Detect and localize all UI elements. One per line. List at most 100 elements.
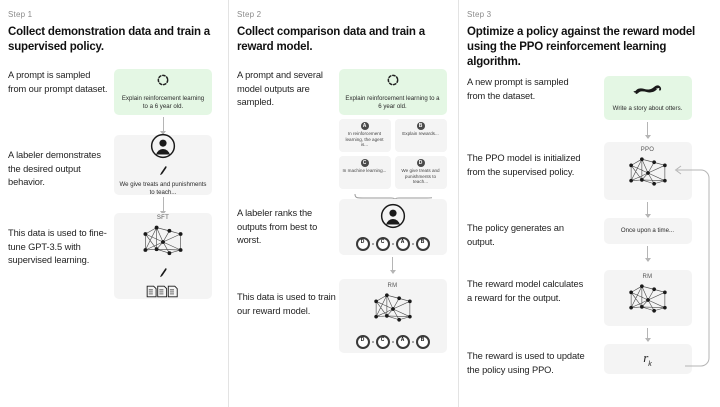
step-2-rm-box: RM bbox=[338, 279, 447, 353]
step-3-prompt-text: Write a story about otters. bbox=[612, 105, 683, 112]
step-2-prompt-box: Explain reinforcement learning to a 6 ye… bbox=[338, 69, 447, 115]
step-3-reward-box: rk bbox=[603, 344, 692, 374]
step-2-label: Step 2 bbox=[237, 10, 262, 19]
option-badge-d: D bbox=[416, 159, 425, 167]
option-badge-a: A bbox=[360, 122, 369, 130]
rank-badge-2: C bbox=[375, 335, 390, 349]
step-1-sft-box: SFT bbox=[114, 213, 212, 299]
step-1-row-prompt: A prompt is sampled from our prompt data… bbox=[8, 69, 218, 135]
brace-icon bbox=[354, 190, 435, 203]
step-2-rm-title: RM bbox=[387, 283, 398, 289]
documents-icon bbox=[145, 285, 181, 298]
option-box-d: D We give treats and punishments to teac… bbox=[394, 156, 447, 189]
rank-badge-3: A bbox=[395, 335, 410, 349]
step-3-label: Step 3 bbox=[467, 10, 492, 19]
step-3-caption-4: The reward model calculates a reward for… bbox=[467, 279, 584, 303]
dashed-circle-icon bbox=[386, 73, 400, 92]
step-3-caption-2: The PPO model is initialized from the su… bbox=[467, 153, 581, 177]
rank-separator-icon bbox=[371, 243, 374, 245]
neural-network-icon bbox=[370, 291, 416, 332]
rank-separator-icon bbox=[391, 341, 394, 343]
step-3-row-output: The policy generates an output. Once upo… bbox=[467, 218, 710, 270]
arrow-down-icon bbox=[160, 197, 166, 215]
step-1-prompt-box: Explain reinforcement learning to a 6 ye… bbox=[114, 69, 212, 115]
arrow-down-icon bbox=[644, 122, 651, 139]
step-3-row-ppo: The PPO model is initialized from the su… bbox=[467, 142, 710, 218]
step-1-prompt-text: Explain reinforcement learning to a 6 ye… bbox=[121, 95, 205, 110]
rank-separator-icon bbox=[371, 341, 374, 343]
arrow-down-icon bbox=[644, 328, 651, 342]
step-2-rm-ranking-list: D C A B bbox=[355, 335, 430, 349]
step-2-caption-1: A prompt and several model outputs are s… bbox=[237, 70, 323, 107]
step-1-title: Collect demonstration data and train a s… bbox=[8, 26, 210, 53]
step-3-output-text: Once upon a time... bbox=[620, 227, 675, 234]
step-3-output-box: Once upon a time... bbox=[603, 218, 692, 244]
step-3-ppo-box: PPO bbox=[603, 142, 692, 200]
rank-badge-3: A bbox=[395, 237, 410, 251]
step-3-caption-3: The policy generates an output. bbox=[467, 223, 564, 247]
step-1-caption-1: A prompt is sampled from our prompt data… bbox=[8, 70, 108, 94]
reward-symbol-subscript: k bbox=[648, 361, 652, 369]
step-3-ppo-title: PPO bbox=[640, 146, 655, 153]
step-3-caption-1: A new prompt is sampled from the dataset… bbox=[467, 77, 569, 101]
arrow-down-icon bbox=[644, 202, 651, 218]
step-3-row-rm: The reward model calculates a reward for… bbox=[467, 270, 710, 344]
arrow-down-icon bbox=[644, 246, 651, 262]
dashed-circle-icon bbox=[156, 73, 170, 92]
step-3-column: Step 3 Optimize a policy against the rew… bbox=[458, 0, 720, 407]
step-3-title: Optimize a policy against the reward mod… bbox=[467, 26, 696, 68]
option-box-c: C In machine learning... bbox=[338, 156, 391, 189]
option-text-a: In reinforcement learning, the agent is.… bbox=[345, 131, 384, 148]
step-3-rm-title: RM bbox=[642, 273, 653, 280]
step-2-prompt-text: Explain reinforcement learning to a 6 ye… bbox=[345, 95, 440, 110]
option-badge-b: B bbox=[416, 122, 425, 130]
step-1-label: Step 1 bbox=[8, 10, 33, 19]
rank-separator-icon bbox=[411, 243, 414, 245]
rank-separator-icon bbox=[411, 341, 414, 343]
step-2-ranking-list: D C A B bbox=[355, 237, 430, 251]
step-1-sft-title: SFT bbox=[156, 214, 170, 221]
arrow-down-icon bbox=[160, 117, 166, 135]
step-2-caption-2: A labeler ranks the outputs from best to… bbox=[237, 208, 318, 245]
step-2-row-rm: This data is used to train our reward mo… bbox=[237, 279, 448, 353]
step-1-column: Step 1 Collect demonstration data and tr… bbox=[0, 0, 228, 407]
step-1-row-labeler: A labeler demonstrates the desired outpu… bbox=[8, 133, 218, 215]
arrow-down-icon bbox=[389, 257, 396, 274]
step-3-rm-box: RM bbox=[603, 270, 692, 326]
step-3-prompt-box: Write a story about otters. bbox=[603, 76, 692, 120]
step-2-caption-3: This data is used to train our reward mo… bbox=[237, 292, 336, 316]
step-2-row-ranking: A labeler ranks the outputs from best to… bbox=[237, 199, 448, 279]
step-3-row-prompt: A new prompt is sampled from the dataset… bbox=[467, 76, 710, 142]
rank-badge-1: D bbox=[355, 237, 370, 251]
option-box-a: A In reinforcement learning, the agent i… bbox=[338, 119, 391, 152]
step-3-caption-5: The reward is used to update the policy … bbox=[467, 351, 585, 375]
option-box-b: B Explain rewards... bbox=[394, 119, 447, 152]
person-icon bbox=[380, 203, 406, 234]
neural-network-icon bbox=[139, 223, 187, 266]
step-1-labeler-box: We give treats and punishments to teach.… bbox=[114, 133, 212, 196]
option-text-d: We give treats and punishments to teach.… bbox=[401, 168, 440, 185]
pencil-icon bbox=[158, 165, 168, 179]
rank-badge-4: B bbox=[415, 237, 430, 251]
person-icon bbox=[150, 133, 176, 164]
neural-network-icon bbox=[625, 282, 671, 323]
reward-symbol-base: r bbox=[643, 350, 649, 366]
step-2-options-grid: A In reinforcement learning, the agent i… bbox=[338, 119, 447, 189]
option-text-c: In machine learning... bbox=[342, 168, 387, 173]
step-2-column: Step 2 Collect comparison data and train… bbox=[228, 0, 458, 407]
neural-network-icon bbox=[625, 155, 671, 196]
pencil-icon bbox=[158, 267, 168, 281]
step-1-caption-2: A labeler demonstrates the desired outpu… bbox=[8, 150, 101, 187]
reward-symbol: rk bbox=[643, 349, 652, 368]
option-badge-c: C bbox=[360, 159, 369, 167]
step-2-row-prompt: A prompt and several model outputs are s… bbox=[237, 69, 448, 211]
rank-separator-icon bbox=[391, 243, 394, 245]
step-3-row-reward: The reward is used to update the policy … bbox=[467, 344, 710, 377]
step-1-labeler-text: We give treats and punishments to teach.… bbox=[119, 181, 207, 196]
step-2-title: Collect comparison data and train a rewa… bbox=[237, 26, 425, 53]
otter-icon bbox=[633, 83, 663, 102]
step-1-caption-3: This data is used to fine-tune GPT-3.5 w… bbox=[8, 228, 107, 265]
step-2-ranking-box: D C A B bbox=[338, 199, 447, 255]
option-text-b: Explain rewards... bbox=[402, 131, 439, 136]
